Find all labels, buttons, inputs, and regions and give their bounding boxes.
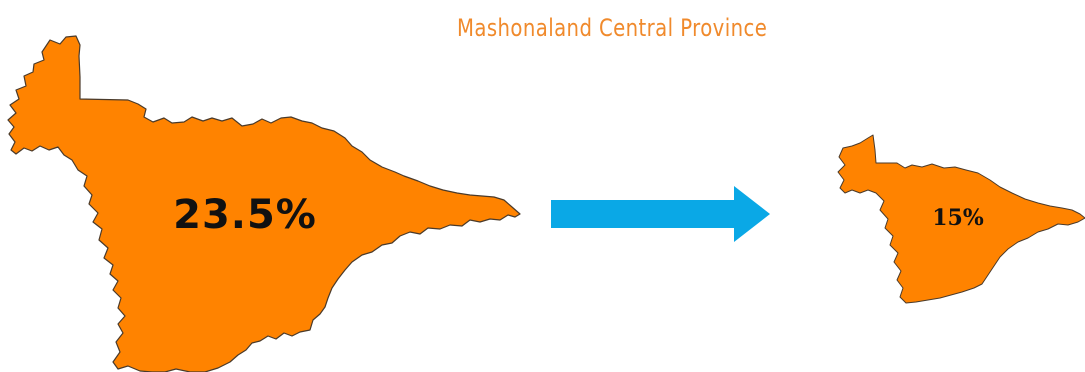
arrow-shape bbox=[551, 186, 770, 242]
province-map-small: 15% bbox=[837, 134, 1085, 304]
percentage-label-small: 15% bbox=[932, 205, 984, 231]
province-shape-large bbox=[7, 35, 521, 372]
page-title: Mashonaland Central Province bbox=[457, 14, 768, 42]
province-shape-small bbox=[837, 134, 1085, 304]
province-map-large: 23.5% bbox=[7, 35, 521, 372]
percentage-label-large: 23.5% bbox=[173, 192, 317, 238]
right-arrow-icon bbox=[551, 186, 770, 242]
